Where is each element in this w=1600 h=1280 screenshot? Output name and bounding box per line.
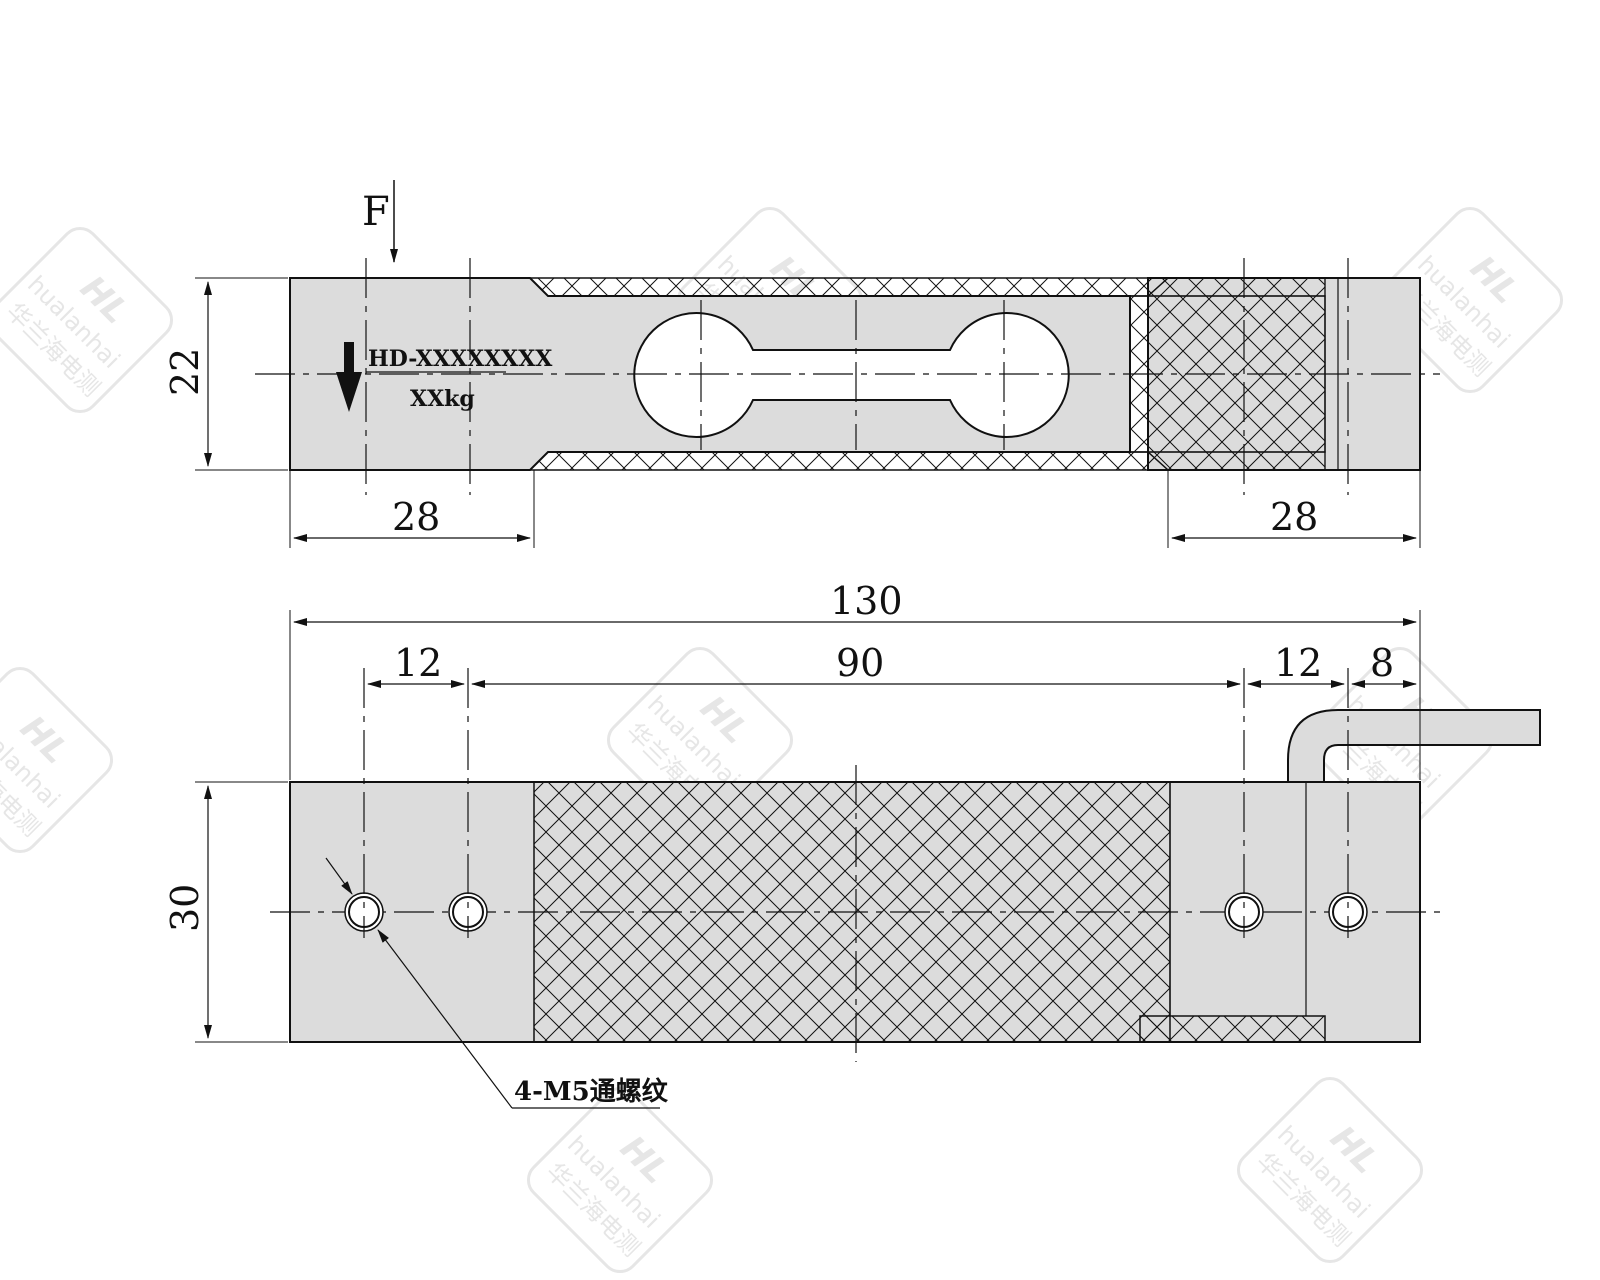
dim-hole-spacing-right-label: 12	[1274, 641, 1322, 685]
load-direction-arrow-icon	[336, 342, 362, 412]
dim-height-label: 22	[163, 348, 207, 396]
thread-note: 4-M5通螺纹	[514, 1076, 669, 1107]
top-view-potting-cap	[1147, 277, 1326, 297]
model-label: HD-XXXXXXXX	[368, 346, 553, 372]
capacity-label: XXkg	[410, 386, 475, 412]
dim-total-length-label: 130	[830, 579, 903, 623]
watermark-stamp: HL hualanhai 华兰海电测	[0, 226, 174, 414]
dim-right-end-label: 28	[1270, 495, 1318, 539]
dim-width-label: 30	[163, 884, 207, 932]
cable	[1287, 709, 1541, 783]
dim-center-spacing-label: 90	[836, 641, 884, 685]
cable-potting-strip	[1139, 1015, 1326, 1043]
watermark-stamp: HL hualanhai 华兰海电测	[1236, 1076, 1424, 1264]
watermark-stamp: HL hualanhai 华兰海电测	[526, 1086, 714, 1274]
dim-left-end-label: 28	[392, 495, 440, 539]
bottom-view: 4-M5通螺纹 130 12 90 12 8 30	[163, 579, 1541, 1109]
dim-edge-offset-label: 8	[1370, 641, 1394, 685]
top-view-coating-bottom	[528, 451, 1170, 471]
dim-hole-spacing-left-label: 12	[394, 641, 442, 685]
thread-leader-line	[377, 929, 513, 1109]
force-label: F	[362, 189, 390, 235]
watermark-stamp: HL hualanhai 华兰海电测	[0, 666, 114, 854]
top-view-coating-top	[528, 277, 1170, 297]
top-view-potting-cap	[1147, 451, 1326, 471]
binocular-hole	[633, 312, 1070, 438]
top-view: F HD-XXXXXXXX XXkg 22 28 28	[163, 180, 1440, 548]
